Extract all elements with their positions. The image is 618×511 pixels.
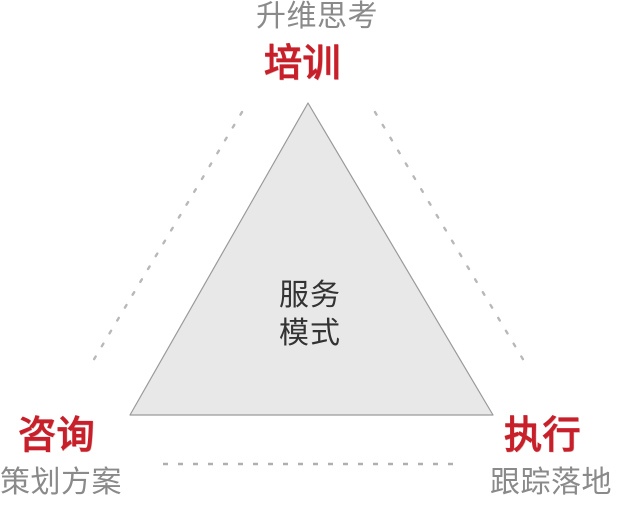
bottom-left-vertex-title: 咨询	[18, 413, 96, 457]
center-label-line-1: 服务	[279, 278, 341, 313]
bottom-right-vertex-title: 执行	[504, 413, 582, 457]
center-label-line-2: 模式	[279, 316, 341, 352]
service-model-triangle	[129, 102, 494, 416]
top-vertex-subtitle: 升维思考	[256, 0, 378, 34]
top-vertex-title: 培训	[264, 41, 342, 85]
triangle-center-label: 服务 模式	[258, 277, 362, 354]
bottom-left-vertex-subtitle: 策划方案	[0, 465, 122, 500]
bottom-right-vertex-subtitle: 跟踪落地	[490, 465, 612, 500]
